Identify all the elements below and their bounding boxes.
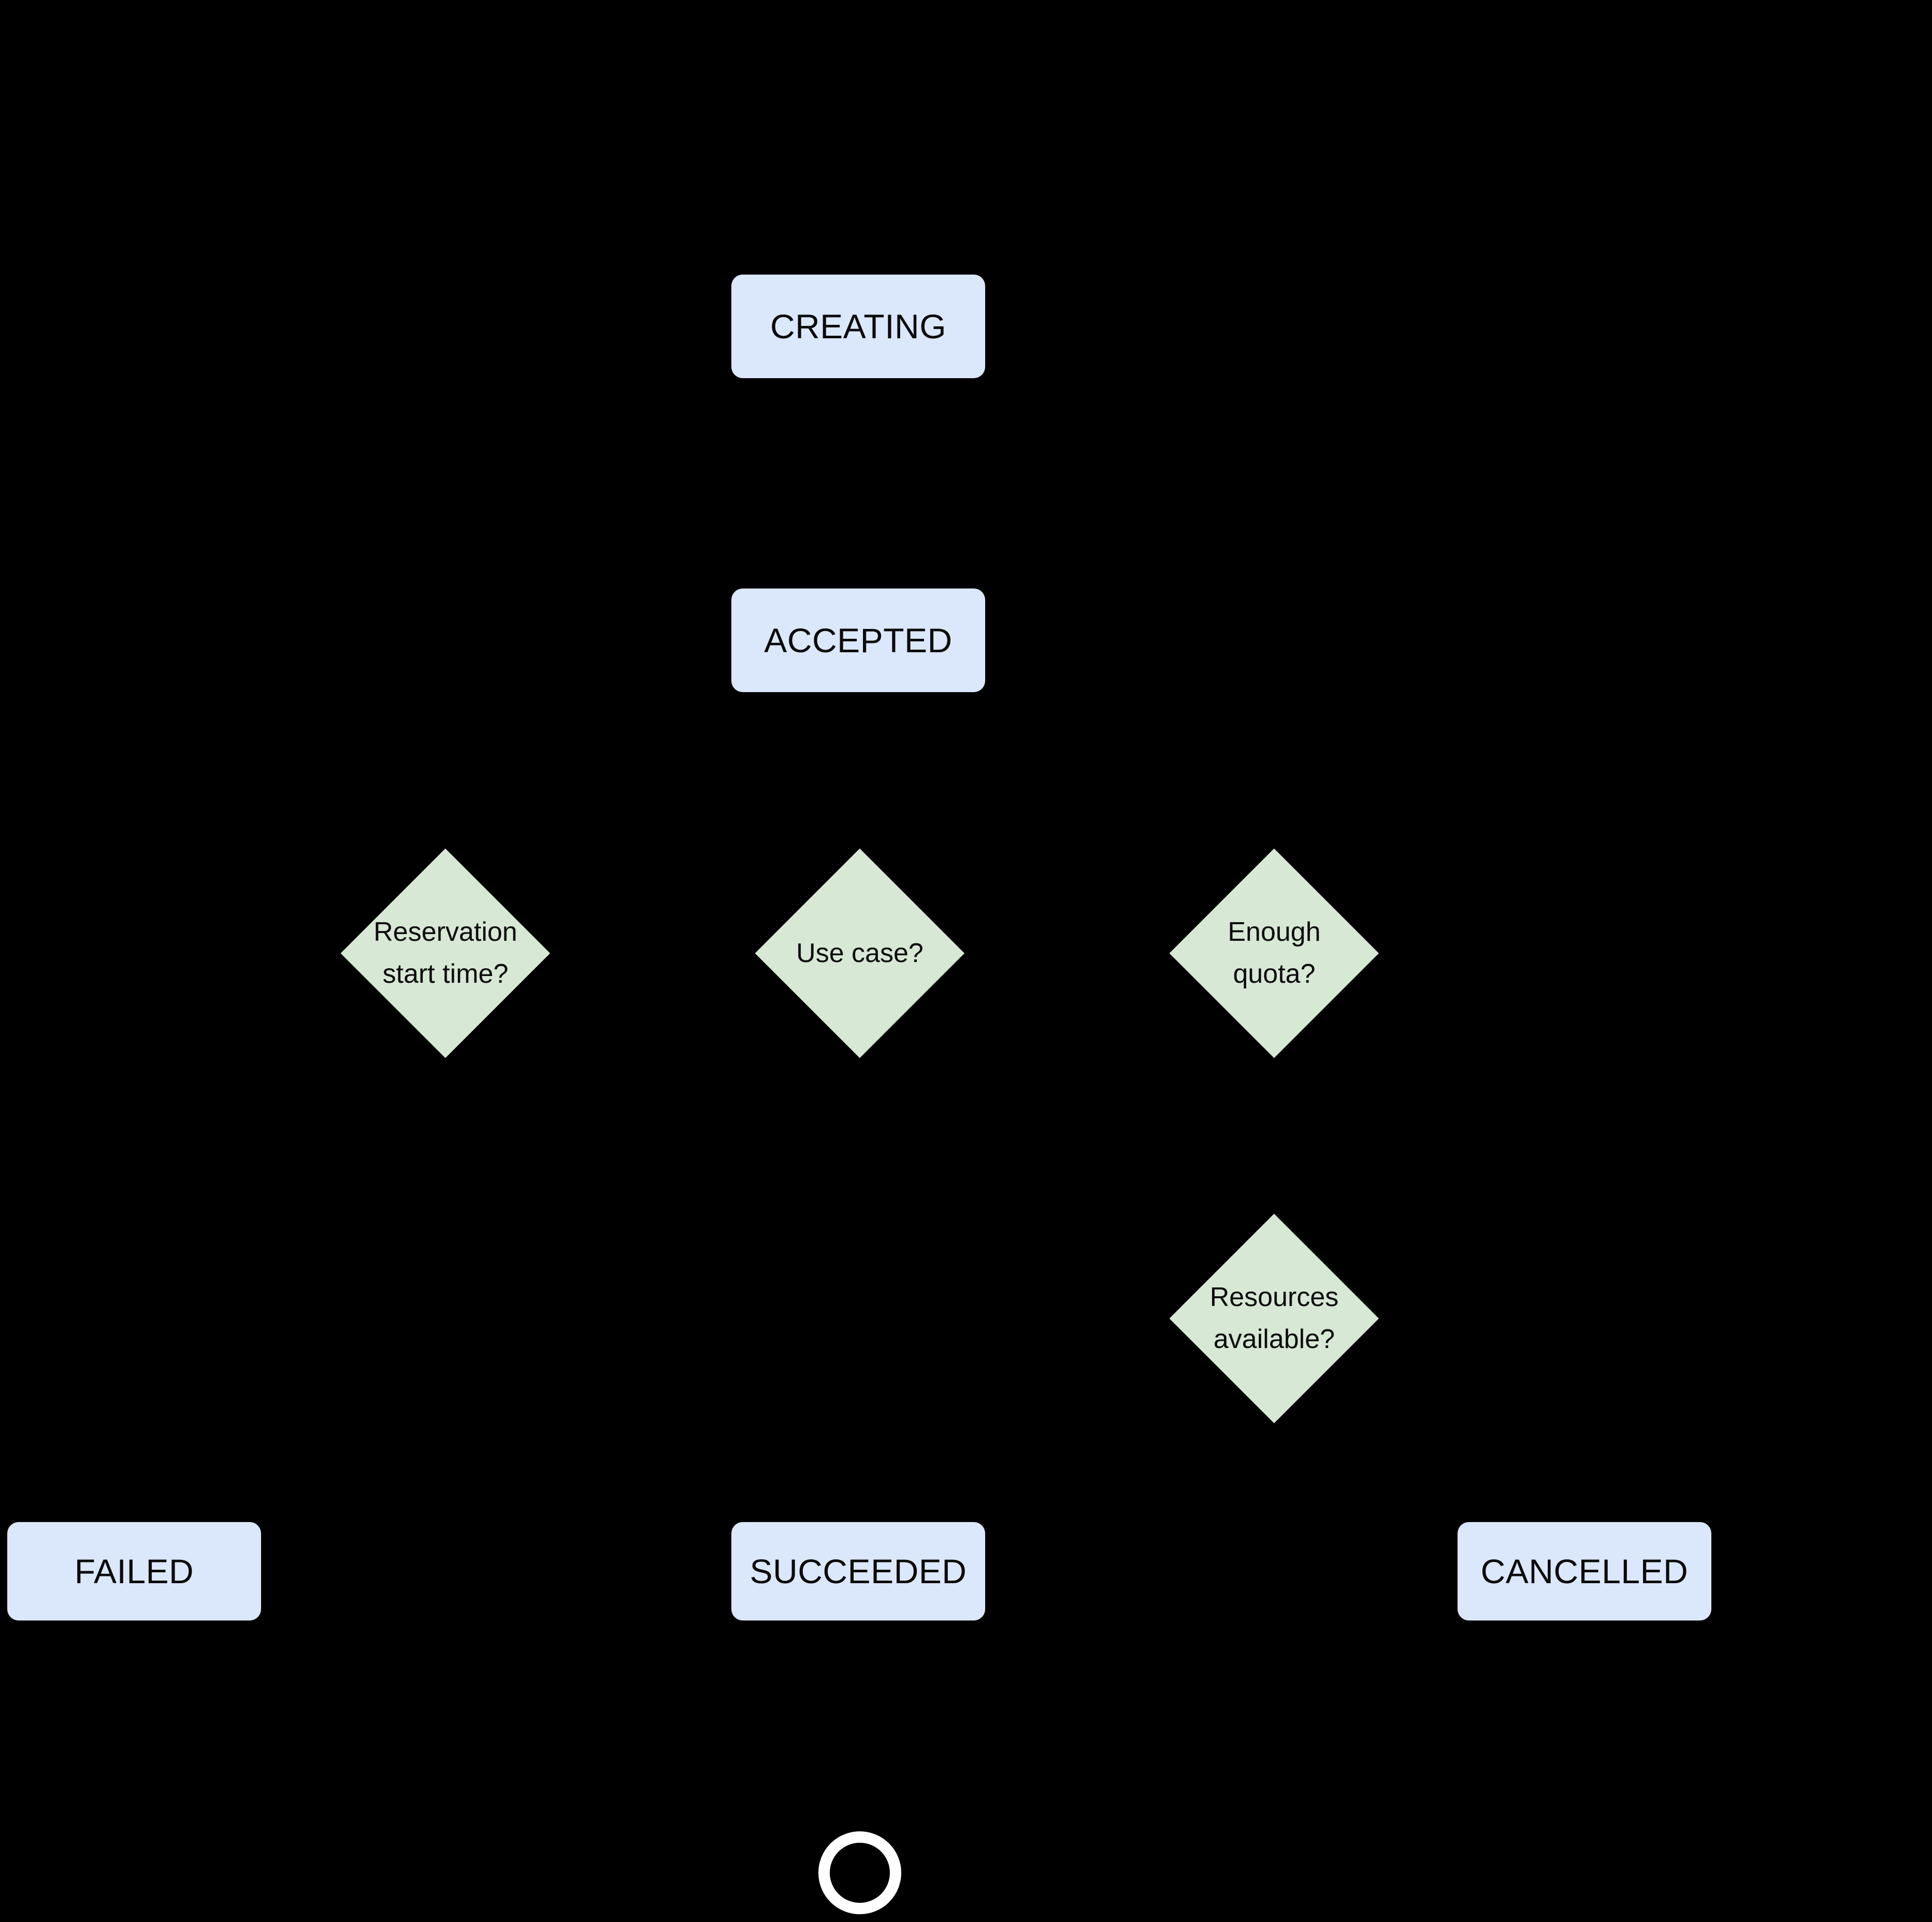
state-box-creating[interactable]: CREATING (731, 275, 985, 378)
edge-accepted-to-enough-quota (858, 742, 1276, 849)
decision-reservation-start-time[interactable]: Reservation start time? (340, 848, 550, 1058)
decision-resources-available[interactable]: Resources available? (1169, 1213, 1379, 1423)
edge-reservation-start-time-to-failed (132, 1058, 448, 1522)
state-box-succeeded[interactable]: SUCCEEDED (731, 1522, 985, 1620)
state-label-succeeded: SUCCEEDED (749, 1552, 967, 1590)
state-box-cancelled[interactable]: CANCELLED (1458, 1522, 1711, 1620)
decision-use-case[interactable]: Use case? (755, 848, 964, 1058)
edge-resources-available-to-cancelled (1272, 1423, 1587, 1522)
state-box-accepted[interactable]: ACCEPTED (731, 589, 985, 692)
state-label-failed: FAILED (74, 1552, 194, 1590)
end-node-circle (818, 1831, 901, 1914)
state-label-cancelled: CANCELLED (1480, 1552, 1689, 1590)
decision-label-use-case: Use case? (796, 938, 924, 968)
state-box-failed[interactable]: FAILED (7, 1522, 261, 1620)
decision-enough-quota[interactable]: Enough quota? (1169, 848, 1379, 1058)
edge-accepted-to-reservation-start-time (443, 742, 858, 849)
decision-label-reservation-start-time: Reservation start time? (373, 917, 517, 989)
state-label-creating: CREATING (770, 307, 947, 346)
state-label-accepted: ACCEPTED (764, 621, 953, 659)
decision-label-resources-available: Resources available? (1209, 1282, 1339, 1354)
decision-label-enough-quota: Enough quota? (1228, 917, 1321, 989)
